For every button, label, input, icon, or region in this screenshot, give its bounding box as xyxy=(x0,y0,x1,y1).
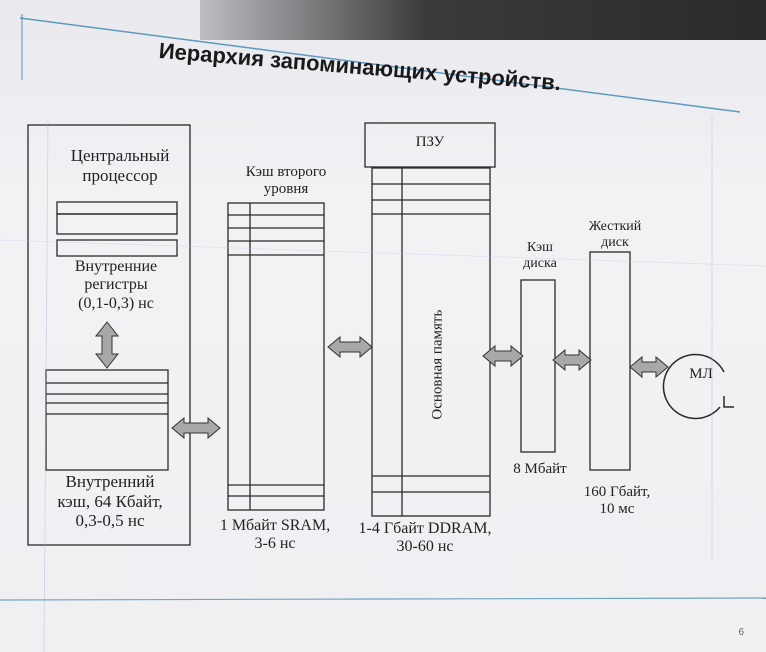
arrows xyxy=(171,335,669,440)
hard-disk-spec: 160 Гбайт,10 мс xyxy=(583,484,651,518)
l2-cache-block xyxy=(227,202,325,511)
projector-background xyxy=(200,0,766,40)
diskcache-harddisk-arrow xyxy=(552,348,592,372)
main-memory-label: Основная память xyxy=(429,309,446,420)
hard-disk-box xyxy=(589,251,631,471)
l2-spec: 1 Мбайт SRAM,3-6 нс xyxy=(219,517,331,553)
register-bar-3 xyxy=(56,239,178,257)
cpu-l2-arrow xyxy=(171,416,221,440)
l1-cache-box xyxy=(45,369,169,471)
disk-cache-spec: 8 Мбайт xyxy=(513,461,567,477)
page-number: 6 xyxy=(738,627,744,638)
registers-cache-arrow xyxy=(94,321,120,369)
l2-memory-arrow xyxy=(327,335,373,359)
register-bar-1 xyxy=(56,201,178,215)
tape-label: МЛ xyxy=(689,366,713,382)
bottom-rule xyxy=(0,597,766,601)
memory-diskcache-arrow xyxy=(482,344,524,368)
rom-box xyxy=(364,122,496,168)
register-bar-2 xyxy=(56,213,178,235)
main-memory-spec: 1-4 Гбайт DDRAM,30-60 нс xyxy=(358,520,492,556)
main-memory-block xyxy=(371,167,491,517)
harddisk-tape-arrow xyxy=(629,355,669,379)
tape-shape xyxy=(662,353,734,420)
disk-cache-box xyxy=(520,279,556,453)
cpu-block xyxy=(27,124,191,546)
rom-label: ПЗУ xyxy=(415,134,445,150)
top-rule xyxy=(19,17,741,113)
